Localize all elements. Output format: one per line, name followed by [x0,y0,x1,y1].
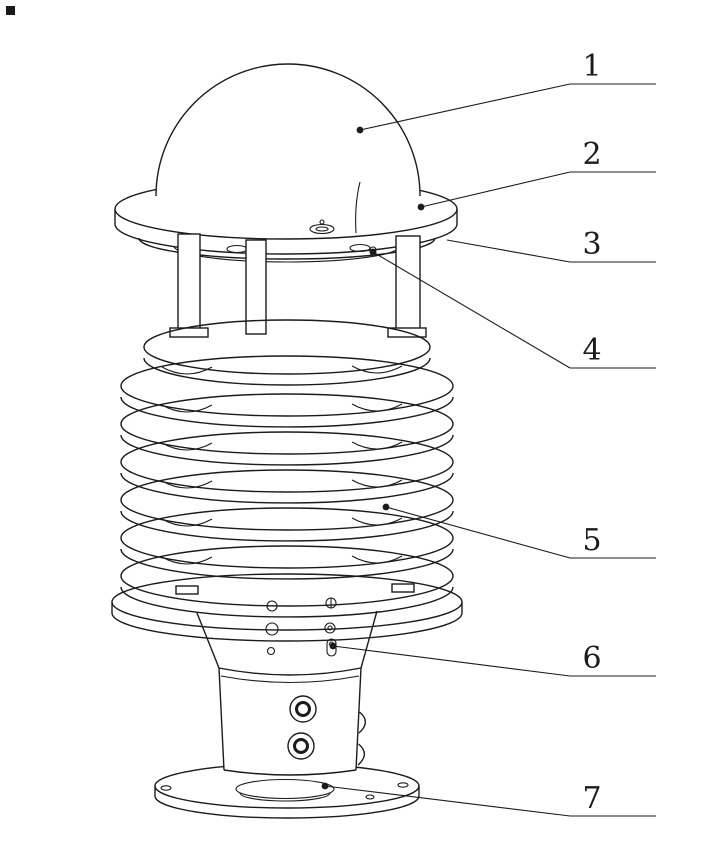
louver-scallop [351,403,403,412]
callout-6: 6 [329,641,656,677]
disc-tab [391,583,415,593]
callout-number: 5 [582,523,601,558]
leader-line [372,251,571,369]
leader-line [385,506,571,559]
louver-scallop [161,518,213,527]
louver-scallop [351,479,403,488]
housing-joint-line [218,667,362,676]
louver-scallop [351,365,403,374]
flange-inner-ring [235,778,335,800]
corner-mark [6,6,15,15]
louver-scallop [161,404,213,413]
louver-plate [120,507,454,569]
louver-plate [120,393,454,455]
louver-scallop [161,366,213,375]
dome [155,63,421,234]
leader-dot [356,126,364,134]
leader-line [324,785,571,817]
leader-dot [382,503,390,511]
support-post [395,235,421,333]
callout-number: 7 [582,781,601,816]
support-post [177,233,201,333]
plate-slot-inner [315,226,329,232]
housing-bottom-edge [223,769,357,776]
cable-ports [287,695,317,760]
louver-plate [120,431,454,493]
louver-plate [143,319,431,375]
bottom-disc [111,573,463,642]
callout-number: 3 [582,227,601,262]
dome-seam [355,181,361,234]
leader-dot [369,248,377,256]
plate-slot [309,223,335,235]
louver-scallop [351,441,403,450]
callout-5: 5 [382,503,656,559]
louver-scallop [161,556,213,565]
plate-screw [319,219,325,225]
callout-2: 2 [417,137,656,211]
leader-dot [329,642,337,650]
louver-stack [111,319,463,642]
support-post [245,239,267,335]
side-bump [357,743,366,766]
indicator-light [266,646,276,656]
louver-plate [120,469,454,531]
leader-dot [417,203,425,211]
plate-slot [349,243,371,253]
cable-port [287,732,315,760]
leader-dot [321,782,329,790]
indicator-details [265,597,337,657]
callout-1: 1 [356,49,656,134]
disc-tab [175,585,199,595]
leader-line [420,171,571,208]
indicator-light [324,622,336,634]
leader-line [446,239,571,263]
flange-hole [365,794,375,800]
callout-number: 6 [582,641,601,676]
callout-7: 7 [321,781,656,817]
leader-line [359,83,571,131]
base-flange [154,763,420,819]
callout-number: 2 [582,137,601,172]
flange-hole [397,782,409,788]
callout-number: 4 [582,333,601,368]
louver-scallop [161,480,213,489]
callout-4: 4 [369,248,656,369]
louver-plate [120,545,454,607]
louver-scallop [351,555,403,564]
support-posts [169,233,427,338]
flange-inner-arc [239,792,331,802]
louver-scallop [351,517,403,526]
flange-hole [160,785,172,791]
housing-joint-line [220,675,360,684]
leader-line [332,645,571,677]
indicator-light [265,622,279,636]
side-bump [358,711,367,734]
plate-slot [226,244,248,254]
cable-port [289,695,317,723]
callout-number: 1 [582,49,601,84]
louver-scallop [161,442,213,451]
louver-plate [120,355,454,417]
callout-3: 3 [446,227,656,263]
